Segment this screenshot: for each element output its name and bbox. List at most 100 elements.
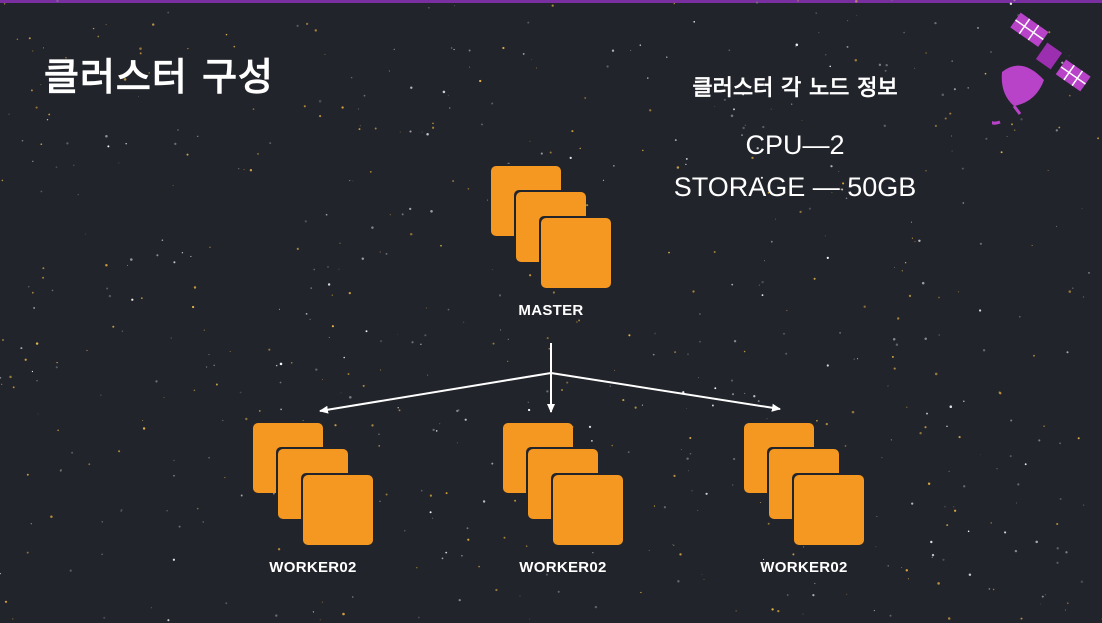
star-dot [546, 390, 549, 393]
star-dot [315, 368, 318, 371]
star-dot [215, 383, 218, 386]
star-dot [890, 439, 893, 441]
star-dot [730, 114, 734, 118]
star-dot [551, 4, 554, 7]
star-dot [815, 12, 817, 14]
star-dot [172, 558, 176, 561]
star-dot [193, 389, 196, 392]
star-dot [958, 436, 961, 439]
star-dot [121, 330, 124, 332]
star-dot [167, 11, 170, 14]
star-dot [838, 171, 840, 173]
star-dot [352, 180, 354, 182]
star-dot [20, 347, 23, 350]
star-dot [1059, 498, 1062, 500]
star-dot [910, 221, 912, 223]
star-dot [42, 267, 45, 270]
star-dot [527, 408, 531, 412]
slide-title: 클러스터 구성 [44, 55, 274, 99]
star-dot [786, 309, 788, 311]
star-dot [677, 580, 680, 583]
star-dot [999, 392, 1002, 395]
star-dot [1020, 617, 1023, 620]
star-dot [1072, 287, 1074, 289]
star-dot [447, 95, 449, 97]
star-dot [440, 244, 442, 247]
star-dot [855, 0, 858, 3]
star-dot [946, 524, 949, 527]
star-dot [343, 356, 345, 359]
star-dot [845, 197, 848, 200]
star-dot [365, 330, 368, 333]
star-dot [361, 257, 365, 260]
star-dot [980, 454, 981, 456]
star-dot [12, 386, 15, 389]
cpu-spec: CPU—2 [745, 130, 845, 160]
star-dot [946, 425, 948, 427]
star-dot [432, 122, 434, 125]
star-dot [30, 523, 32, 525]
star-dot [944, 117, 947, 120]
star-dot [139, 52, 142, 55]
star-dot [163, 396, 165, 399]
star-dot [907, 578, 909, 580]
star-dot [529, 618, 531, 620]
star-dot [435, 430, 438, 432]
star-dot [934, 21, 937, 25]
star-dot [502, 46, 505, 50]
star-dot [785, 352, 788, 355]
star-dot [606, 65, 609, 68]
star-dot [549, 151, 552, 154]
star-dot [948, 470, 950, 473]
star-dot [495, 588, 498, 592]
star-dot [777, 609, 780, 613]
star-dot [548, 347, 551, 350]
star-dot [27, 285, 30, 288]
star-dot [763, 562, 765, 564]
star-dot [529, 274, 532, 277]
star-dot [507, 162, 510, 165]
star-dot [641, 404, 643, 406]
star-dot [379, 251, 381, 253]
star-dot [711, 404, 714, 407]
star-dot [762, 125, 765, 129]
star-dot [1047, 170, 1049, 171]
master-label: MASTER [518, 302, 584, 319]
star-dot [57, 429, 59, 432]
star-dot [197, 135, 199, 137]
star-dot [24, 358, 27, 361]
star-dot [503, 536, 506, 539]
star-dot [1006, 135, 1008, 138]
star-dot [339, 242, 341, 244]
star-dot [393, 48, 396, 51]
star-dot [84, 233, 86, 235]
star-dot [992, 588, 995, 591]
star-dot [996, 468, 998, 470]
star-dot [240, 494, 243, 497]
star-dot [42, 276, 45, 279]
star-dot [351, 596, 354, 598]
star-dot [36, 380, 38, 382]
star-dot [139, 47, 142, 50]
star-dot [602, 179, 605, 182]
star-dot [468, 66, 471, 68]
star-dot [594, 605, 598, 609]
star-dot [32, 50, 34, 52]
star-dot [741, 134, 743, 137]
star-dot [931, 553, 935, 557]
star-dot [409, 232, 413, 236]
star-dot [783, 333, 785, 335]
star-dot [273, 493, 275, 495]
star-dot [1068, 55, 1070, 57]
star-dot [808, 207, 811, 210]
star-dot [449, 107, 451, 109]
star-dot [953, 506, 955, 508]
star-dot [342, 612, 345, 616]
star-dot [978, 309, 982, 312]
star-dot [125, 142, 127, 145]
star-dot [507, 360, 509, 362]
star-dot [963, 400, 965, 403]
star-dot [566, 304, 568, 307]
star-dot [950, 135, 953, 137]
star-dot [1013, 0, 1016, 2]
